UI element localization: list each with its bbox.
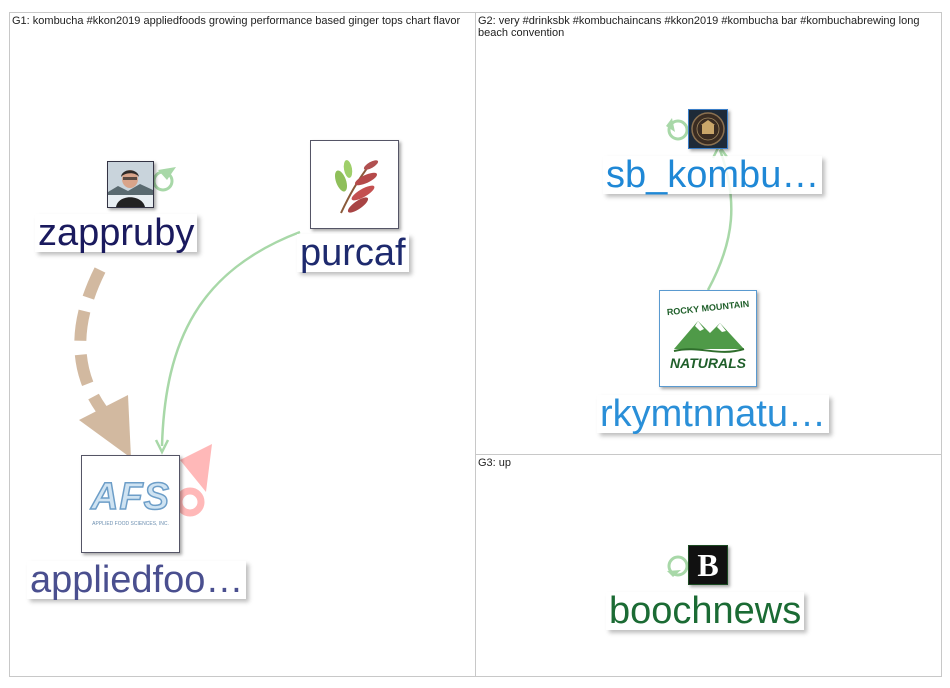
afs-logo: AFS APPLIED FOOD SCIENCES, INC. xyxy=(82,475,179,527)
mountain-logo-icon xyxy=(660,291,756,386)
edge-selfloop-zappruby-arrow xyxy=(158,167,176,180)
edge-selfloop-appliedfoods-arrow xyxy=(180,444,212,492)
edge-selfloop-sb-kombucha xyxy=(667,119,689,141)
edge-selfloop-appliedfoods xyxy=(175,487,205,517)
edge-arrowhead-zappruby-appliedfoods xyxy=(79,395,131,458)
node-label-rkymtnnaturals[interactable]: rkymtnnatu… xyxy=(597,395,829,433)
node-avatar-boochnews[interactable]: B xyxy=(688,545,728,585)
node-avatar-sb-kombucha[interactable] xyxy=(688,109,728,149)
edge-selfloop-boochnews xyxy=(667,555,689,577)
node-label-appliedfoods[interactable]: appliedfoo… xyxy=(27,561,247,599)
node-avatar-purcaf[interactable] xyxy=(310,140,399,229)
edge-arrowhead-purcaf-appliedfoods xyxy=(154,439,170,455)
edge-selfloop-sb-kombucha-arrow xyxy=(666,118,675,132)
node-avatar-rkymtnnaturals[interactable]: ROCKY MOUNTAIN NATURALS xyxy=(659,290,757,387)
edge-selfloop-boochnews-arrow xyxy=(667,570,681,577)
rkymtn-logo-bottom-text: NATURALS xyxy=(670,355,746,371)
group-title-g2: G2: very #drinksbk #kombuchaincans #kkon… xyxy=(478,15,920,39)
node-label-purcaf[interactable]: purcaf xyxy=(297,234,409,272)
node-label-sb-kombucha[interactable]: sb_kombu… xyxy=(603,156,823,194)
node-label-boochnews[interactable]: boochnews xyxy=(606,592,805,630)
node-label-zappruby[interactable]: zappruby xyxy=(35,214,198,252)
group-title-g1: G1: kombucha #kkon2019 appliedfoods grow… xyxy=(12,15,461,27)
edge-zappruby-appliedfoods xyxy=(74,267,115,424)
edge-purcaf-appliedfoods xyxy=(160,230,301,447)
afs-logo-text: AFS xyxy=(90,475,170,519)
leaf-branch-icon xyxy=(311,141,398,228)
afs-logo-subtext: APPLIED FOOD SCIENCES, INC. xyxy=(92,521,169,527)
brand-badge-icon xyxy=(689,110,727,148)
group-title-g3: G3: up xyxy=(478,457,512,469)
boochnews-logo-letter: B xyxy=(697,547,719,583)
node-avatar-appliedfoods[interactable]: AFS APPLIED FOOD SCIENCES, INC. xyxy=(81,455,180,553)
person-photo-icon xyxy=(108,162,153,207)
node-avatar-zappruby[interactable] xyxy=(107,161,154,208)
